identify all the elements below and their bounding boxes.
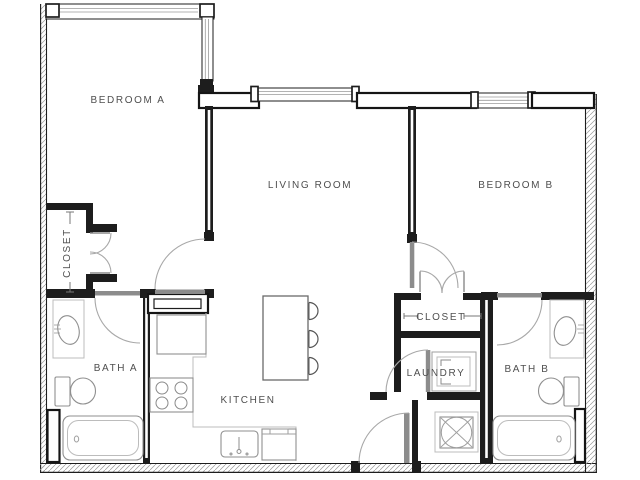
door-entry [358,412,410,464]
fridge-icon [156,314,207,355]
wall-hall-north-west [46,289,95,298]
room-label-bath-b: BATH B [505,364,550,375]
wall-utility-west [412,400,418,463]
closet-b-rod [403,313,482,319]
room-labels: BEDROOM A LIVING ROOM BEDROOM B CLOSET B… [62,95,554,406]
door-leaf [95,291,140,296]
wall-closet-laundry-divider [394,331,487,338]
tub-drain-icon [73,435,80,443]
wall-closet-a-jut-upper [93,224,117,232]
exterior-wall-bottom [40,463,597,473]
wall-closet-b-north-east [463,293,487,300]
window-bedroom-a-east [201,16,214,82]
closet-a-rod [66,211,74,293]
wall-closet-a-north [46,203,93,210]
doors [89,232,543,464]
window-post-right [199,3,215,18]
door-swing-arc [89,232,112,255]
stool-icons [308,301,319,376]
wall-cap [204,232,214,241]
door-swing-arc [89,251,112,274]
window-jamb [250,85,259,103]
door-bedroom-a [154,238,206,294]
faucet-icon [54,324,61,334]
room-label-kitchen: KITCHEN [220,395,275,406]
dishwasher-handle [269,428,289,435]
room-label-bedroom-a: BEDROOM A [91,95,166,106]
door-swing-arc [411,241,459,289]
door-swing-arc [94,297,141,344]
door-swing-arc [419,270,443,294]
room-label-bedroom-b: BEDROOM B [478,180,554,191]
wall-closet-a-jut-lower [93,274,117,282]
wall-closet-b-west [394,293,401,392]
exterior-wall-left [40,4,47,473]
exterior-wall-right [585,94,597,472]
door-leaf [497,293,542,298]
wall-cap-entry-right [412,461,421,472]
wall-laundry-south-west [370,392,387,400]
room-label-closet-b: CLOSET [416,312,466,323]
door-swing-arc [441,270,465,294]
faucet-icon [577,324,584,334]
door-leaf [409,242,415,288]
wall-closet-a-east-lower [86,274,93,291]
room-label-bath-a: BATH A [94,363,138,374]
door-laundry [385,349,431,393]
wall-stub-bath-b [573,407,587,464]
wall-top-living-west [197,91,261,110]
room-label-living-room: LIVING ROOM [268,180,352,191]
burner-icons [155,381,188,410]
wall-cap [200,79,213,90]
windows [45,3,596,110]
room-label-laundry: LAUNDRY [407,368,466,379]
room-label-closet-a: CLOSET [62,228,73,278]
fixtures [52,211,585,461]
kitchen-island [262,295,309,381]
vanity-counter-a [52,299,85,359]
window-post-left [45,3,60,18]
door-closet-b-double [419,270,465,294]
door-leaf [155,289,205,294]
toilet-icon-bath-a [69,377,97,405]
window-jamb [470,91,479,109]
washer-dryer-icon [431,351,477,392]
bathtub-icon-bath-a [62,415,144,461]
door-bath-b [496,293,543,346]
wall-closet-b-north-west [394,293,421,300]
exterior-walls [40,4,597,473]
stove-icon [149,377,194,413]
toilet-icon-bath-b [537,377,565,405]
wall-top-center [355,91,478,110]
bathtub-icon-bath-b [492,415,576,461]
door-bath-a [94,291,141,344]
wall-cap-entry-left [351,461,360,472]
door-swing-arc [496,299,543,346]
toilet-tank-b [563,376,580,407]
door-swing-arc [358,412,410,464]
kitchen-cabinet-box [146,292,210,315]
wall-closet-a-east-upper [86,208,93,233]
faucet-icon [229,437,249,456]
wall-bath-b-north-east [541,292,594,300]
wall-bath-b-north-west [481,292,498,300]
tub-drain-icon [556,435,562,443]
wall-top-east [530,91,596,110]
wall-laundry-south-east [427,392,487,400]
window-bedroom-a-north [45,3,215,20]
wall-stub-bath-a [46,408,61,464]
sink-icon-bath-b [553,316,577,346]
door-swing-arc [385,349,429,393]
toilet-tank-a [54,376,71,407]
sink-icon-bath-a [57,315,80,345]
wall-cap [407,234,417,243]
door-bedroom-b [409,241,459,289]
door-closet-a-double [89,232,112,274]
door-leaf [404,413,410,463]
door-swing-arc [154,238,206,290]
door-leaf [425,350,431,392]
water-heater-icon [434,411,479,453]
